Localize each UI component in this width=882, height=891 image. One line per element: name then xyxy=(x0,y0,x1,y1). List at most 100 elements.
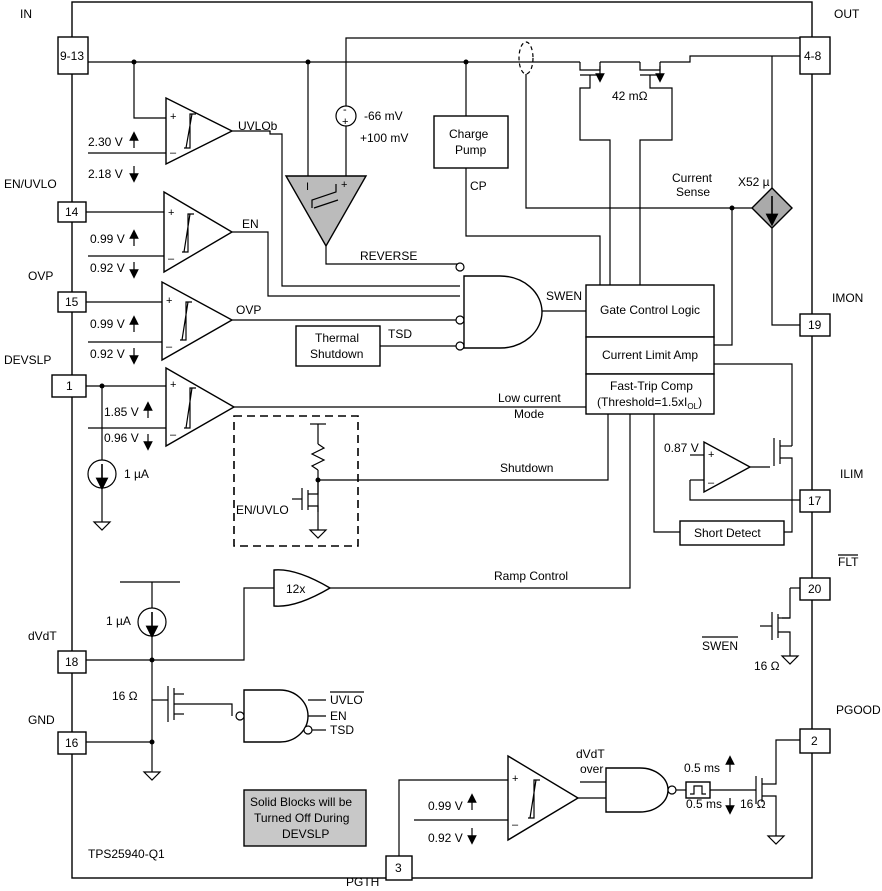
pin-ovp-name: OVP xyxy=(28,269,53,283)
deglitch-rise: 0.5 ms xyxy=(684,761,720,775)
x52-label: X52 µ xyxy=(738,175,770,189)
dvdt-isrc-label: 1 µA xyxy=(106,614,131,628)
svg-text:+: + xyxy=(708,449,714,461)
pin-devslp: DEVSLP 1 xyxy=(4,353,87,398)
nand-in-en: EN xyxy=(330,709,347,723)
en-th-high: 0.99 V xyxy=(90,232,125,246)
flt-output-stage: SWEN 16 Ω xyxy=(702,587,800,673)
control-blocks: Gate Control Logic Current Limit Amp Fas… xyxy=(585,284,715,415)
pin-ovp-num: 15 xyxy=(65,295,79,309)
cp-label: CP xyxy=(470,179,487,193)
pin-ilim-name: ILIM xyxy=(840,467,863,481)
reverse-offset-source xyxy=(335,105,357,127)
part-number: TPS25940-Q1 xyxy=(88,847,165,861)
pin-imon-num: 19 xyxy=(808,318,822,332)
devslp-th-high: 1.85 V xyxy=(104,405,139,419)
current-sense-line1: Current xyxy=(672,171,713,185)
pgth-th-low: 0.92 V xyxy=(428,831,463,845)
reverse-comparator: I + REVERSE xyxy=(284,62,465,272)
offset-plus: + xyxy=(342,116,348,128)
dvdt-over-line1: dVdT xyxy=(576,747,605,761)
svg-text:–: – xyxy=(170,147,177,159)
gain-label: 12x xyxy=(286,582,305,596)
en-th-low: 0.92 V xyxy=(90,261,125,275)
devslp-shutdown-block: Shutdown EN/UVLO xyxy=(233,414,609,547)
svg-text:+: + xyxy=(166,295,172,307)
pin-pgth-num: 3 xyxy=(395,861,402,875)
pin-dvdt-name: dVdT xyxy=(28,629,57,643)
svg-text:–: – xyxy=(708,477,715,489)
pin-en-uvlo: EN/UVLO 14 xyxy=(4,177,87,223)
uvlob-label: UVLOb xyxy=(238,119,278,133)
pin-imon-name: IMON xyxy=(832,291,863,305)
pin-in-name: IN xyxy=(20,7,32,21)
dvdt-over-line2: over xyxy=(580,762,603,776)
svg-text:+: + xyxy=(170,111,176,123)
ovp-comparator: + – OVP 0.99 V 0.92 V xyxy=(86,280,465,365)
pin-gnd-num: 16 xyxy=(65,736,79,750)
offset-minus: - xyxy=(343,104,347,116)
legend-line1: Solid Blocks will be xyxy=(250,795,352,809)
ilim-ref-label: 0.87 V xyxy=(664,441,699,455)
pin-out-num: 4-8 xyxy=(804,49,822,63)
devslp-comparator: + – Low current Mode 1.85 V 0.96 V 1 µA xyxy=(86,366,586,531)
swen-label: SWEN xyxy=(546,289,582,303)
low-current-line1: Low current xyxy=(498,391,561,405)
thermal-shutdown-block: Thermal Shutdown TSD xyxy=(295,325,465,367)
pin-ovp: OVP 15 xyxy=(28,269,87,313)
pin-devslp-num: 1 xyxy=(66,379,73,393)
charge-pump-line2: Pump xyxy=(455,143,487,157)
ramp-control-label: Ramp Control xyxy=(494,569,568,583)
pin-en-uvlo-num: 14 xyxy=(65,205,79,219)
fast-trip-line1: Fast-Trip Comp xyxy=(610,379,693,393)
pin-out-name: OUT xyxy=(834,7,860,21)
rds-label: 42 mΩ xyxy=(612,89,648,103)
deglitch-fall: 0.5 ms xyxy=(686,797,722,811)
en-comparator: + – EN 0.99 V 0.92 V xyxy=(86,190,460,297)
r16-pgood-label: 16 Ω xyxy=(740,797,766,811)
gate-control-label: Gate Control Logic xyxy=(600,303,700,317)
low-current-line2: Mode xyxy=(514,407,544,421)
current-limit-label: Current Limit Amp xyxy=(602,348,698,362)
swen-and-gate: SWEN xyxy=(463,275,586,349)
fast-trip-line2: (Threshold=1.5xIOL) xyxy=(597,395,702,411)
r16-dvdt-label: 16 Ω xyxy=(112,689,138,703)
pgth-comparator: + – 0.99 V 0.92 V xyxy=(398,754,606,856)
pgth-th-high: 0.99 V xyxy=(428,799,463,813)
nand-in-tsd: TSD xyxy=(330,723,354,737)
pin-flt-num: 20 xyxy=(808,582,822,596)
short-detect-label: Short Detect xyxy=(694,526,761,540)
pgood-nand: dVdT over 0.5 ms 0.5 ms 16 Ω xyxy=(576,739,800,845)
ovp-th-high: 0.99 V xyxy=(90,317,125,331)
svg-text:I: I xyxy=(306,181,309,193)
legend-line2: Turned Off During xyxy=(254,811,349,825)
svg-text:+: + xyxy=(512,773,518,785)
pin-in-num: 9-13 xyxy=(60,49,84,63)
pin-out: OUT 4-8 xyxy=(799,7,860,75)
pin-dvdt-num: 18 xyxy=(65,655,79,669)
pin-pgood-name: PGOOD xyxy=(836,703,881,717)
pin-pgth: PGTH 3 xyxy=(346,855,413,889)
svg-text:+: + xyxy=(170,379,176,391)
pin-in: IN 9-13 xyxy=(20,7,89,75)
pin-imon: IMON 19 xyxy=(799,291,863,337)
thermal-line1: Thermal xyxy=(315,331,359,345)
input-bus xyxy=(88,37,800,346)
rev-thresh-neg: -66 mV xyxy=(364,109,403,123)
uvlo-th-low: 2.18 V xyxy=(88,167,123,181)
reverse-label: REVERSE xyxy=(360,249,417,263)
svg-text:+: + xyxy=(168,207,174,219)
devslp-isrc-label: 1 µA xyxy=(124,467,149,481)
r16-flt-label: 16 Ω xyxy=(754,659,780,673)
en-label: EN xyxy=(242,217,259,231)
pin-pgood: PGOOD 2 xyxy=(799,703,881,754)
svg-text:–: – xyxy=(168,253,175,265)
pin-pgth-name: PGTH xyxy=(346,875,379,889)
pin-devslp-name: DEVSLP xyxy=(4,353,51,367)
legend-line3: DEVSLP xyxy=(282,827,329,841)
device-outline xyxy=(71,1,813,879)
shutdown-label: Shutdown xyxy=(500,461,553,475)
devslp-th-low: 0.96 V xyxy=(104,431,139,445)
svg-text:–: – xyxy=(512,819,519,831)
